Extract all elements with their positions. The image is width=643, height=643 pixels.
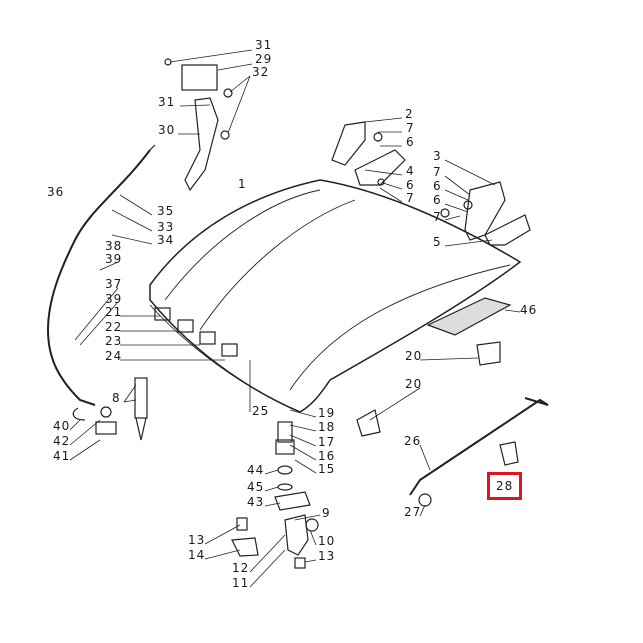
callout-label: 37: [105, 277, 123, 291]
prop-rod: [409, 397, 549, 507]
callout-label: 22: [105, 320, 123, 334]
callout-label: 46: [520, 303, 538, 317]
insulation-pad: [426, 297, 512, 336]
callout-label: 7: [406, 121, 415, 135]
callout-label: 8: [112, 391, 121, 405]
callout-label: 16: [318, 449, 336, 463]
ford-emblem: [154, 307, 238, 357]
latch-parts: [72, 341, 501, 569]
callout-label: 29: [255, 52, 273, 66]
hinge-assembly: [164, 58, 233, 192]
callout-label: 20: [405, 377, 423, 391]
callout-label: 1: [238, 177, 247, 191]
callout-label: 12: [232, 561, 250, 575]
callout-label: 30: [158, 123, 176, 137]
callout-label: 9: [322, 506, 331, 520]
callout-label: 44: [247, 463, 265, 477]
callout-label: 25: [252, 404, 270, 418]
callout-label: 23: [105, 334, 123, 348]
callout-label: 39: [105, 252, 123, 266]
callout-label: 31: [255, 38, 273, 52]
callout-label: 7: [433, 210, 442, 224]
release-cable: [46, 144, 156, 406]
callout-label: 3: [433, 149, 442, 163]
callout-label: 40: [53, 419, 71, 433]
callout-label: 24: [105, 349, 123, 363]
callout-label: 27: [404, 505, 422, 519]
callout-label: 21: [105, 305, 123, 319]
callout-label: 41: [53, 449, 71, 463]
callout-label: 42: [53, 434, 71, 448]
highlighted-callout-label: 28: [487, 472, 523, 500]
callout-label: 14: [188, 548, 206, 562]
callout-label: 19: [318, 406, 336, 420]
leader-lines: [69, 49, 521, 588]
callout-label: 13: [318, 549, 336, 563]
callout-label: 32: [252, 65, 270, 79]
callout-label: 2: [405, 107, 414, 121]
callout-label: 18: [318, 420, 336, 434]
hood-panel: [149, 179, 522, 413]
callout-label: 39: [105, 292, 123, 306]
callout-label: 11: [232, 576, 250, 590]
callout-label: 6: [433, 193, 442, 207]
hinge-brackets-right: [331, 121, 531, 246]
callout-label: 20: [405, 349, 423, 363]
callout-label: 10: [318, 534, 336, 548]
callout-label: 4: [406, 164, 415, 178]
callout-label: 6: [433, 179, 442, 193]
callout-label: 26: [404, 434, 422, 448]
callout-label: 35: [157, 204, 175, 218]
callout-label: 13: [188, 533, 206, 547]
callout-label: 7: [433, 165, 442, 179]
callout-label: 36: [47, 185, 65, 199]
callout-label: 45: [247, 480, 265, 494]
callout-label: 17: [318, 435, 336, 449]
callout-label: 15: [318, 462, 336, 476]
callout-label: 31: [158, 95, 176, 109]
callout-label: 34: [157, 233, 175, 247]
callout-label: 33: [157, 220, 175, 234]
callout-label: 5: [433, 235, 442, 249]
callout-label: 6: [406, 178, 415, 192]
callout-label: 38: [105, 239, 123, 253]
callout-label: 7: [406, 191, 415, 205]
callout-label: 6: [406, 135, 415, 149]
callout-label: 43: [247, 495, 265, 509]
